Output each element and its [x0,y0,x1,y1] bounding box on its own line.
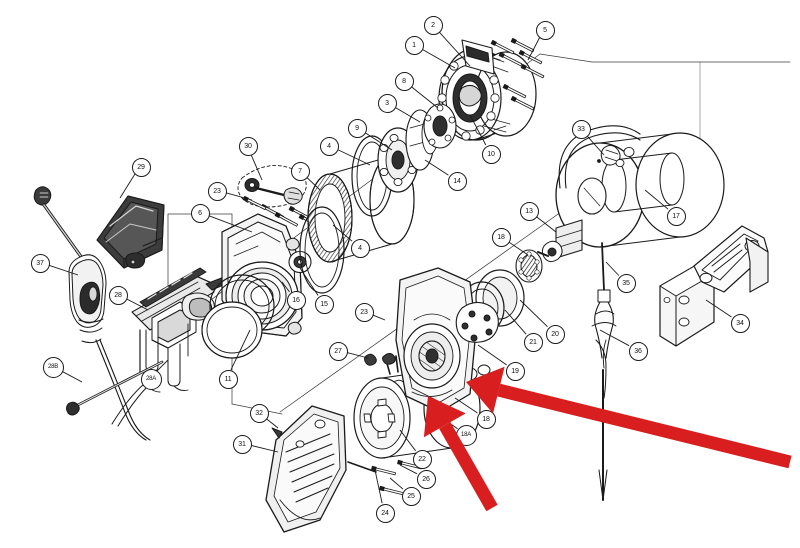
callout-leader [345,351,369,359]
callout-17: 17 [666,206,686,226]
callout-29: 29 [131,157,151,177]
callout-16: 16 [286,290,306,310]
callout-leader [224,191,253,201]
callout-leader [299,267,319,296]
callout-18: 18 [491,227,511,247]
callout-leader [230,329,251,371]
callout-leader [409,85,439,109]
callout-32: 32 [249,403,269,423]
callout-leader [249,444,279,453]
callout-leader [705,299,732,318]
callout-3: 3 [377,93,397,113]
callout-leader [437,30,471,67]
callout-leader [371,313,386,321]
callout-23: 23 [354,302,374,322]
callout-34: 34 [730,313,750,333]
callout-28a: 28A [140,368,162,390]
callout-13: 13 [519,201,539,221]
callout-leader [504,309,527,335]
callout-31: 31 [232,434,252,454]
callout-leader [389,477,404,490]
callout-leader [281,281,290,293]
callout-9: 9 [347,118,367,138]
callout-10: 10 [481,144,501,164]
callout-leader [507,240,529,256]
callout-28: 28 [108,285,128,305]
callout-leader [124,297,149,311]
callout-leader [477,344,507,366]
callout-leader [119,173,136,199]
callout-37: 37 [30,253,50,273]
callout-leader [207,214,253,233]
callout-4: 4 [319,136,339,156]
callout-27: 27 [328,341,348,361]
callout-8: 8 [394,71,414,91]
callout-4: 4 [350,238,370,258]
callout-7: 7 [290,161,310,181]
callout-18a: 18A [455,424,477,446]
callout-leader [585,134,605,156]
callout-1: 1 [404,35,424,55]
callout-leader [156,359,169,372]
callout-20: 20 [545,324,565,344]
callout-leader [264,417,279,429]
callout-leader [469,114,487,146]
callout-leader [335,148,371,166]
callout-leader [305,175,321,191]
callout-36: 36 [628,341,648,361]
callout-leader [534,215,557,233]
callout-14: 14 [447,171,467,191]
callout-leader [393,106,421,123]
callout-leader [363,131,393,151]
callout-leader [332,224,353,242]
callout-15: 15 [314,294,334,314]
callout-leader [59,369,83,383]
callout-19: 19 [505,361,525,381]
callout-24: 24 [375,503,395,523]
callout-11: 11 [218,369,238,389]
callout-33: 33 [571,119,591,139]
callout-23: 23 [207,181,227,201]
callout-leader [250,153,263,181]
callout-leader [605,261,620,276]
callout-leader [420,48,456,69]
callout-5: 5 [535,20,555,40]
callout-18: 18 [476,409,496,429]
callout-21: 21 [523,332,543,352]
callout-leader [424,159,449,176]
callout-leader [399,464,418,475]
callout-leader [599,329,630,347]
callout-30: 30 [238,136,258,156]
callout-leader [399,429,416,452]
callout-28b: 28B [42,356,64,378]
callout-2: 2 [423,15,443,35]
callout-leader [519,299,548,328]
callout-leader [47,264,79,276]
callout-leader [527,36,541,61]
callout-leader [374,469,383,504]
callout-25: 25 [401,486,421,506]
callout-35: 35 [616,273,636,293]
callout-22: 22 [412,449,432,469]
callout-6: 6 [190,203,210,223]
callout-26: 26 [416,469,436,489]
callout-leader [644,189,669,210]
